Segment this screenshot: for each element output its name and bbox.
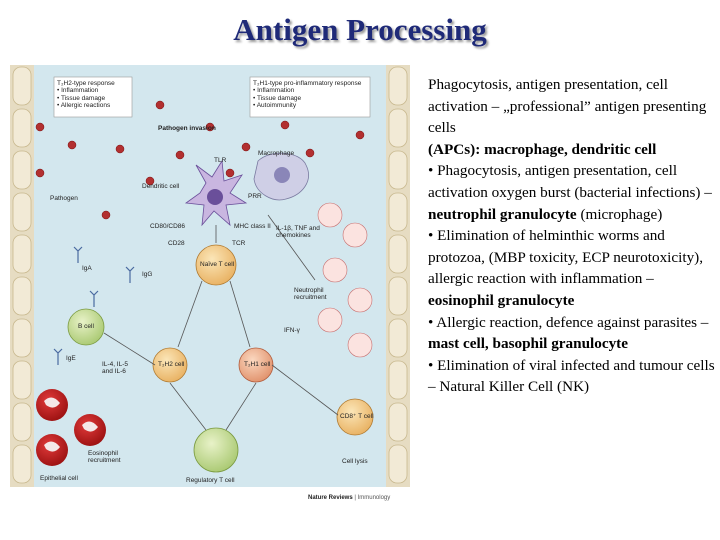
label-il4-il5-il6: IL-4, IL-5 and IL-6 <box>102 361 129 376</box>
label-iga: IgA <box>82 265 92 272</box>
label-cell-lysis: Cell lysis <box>342 458 368 465</box>
label-regulatory-t-cell: Regulatory T cell <box>186 477 235 484</box>
macrophage <box>253 152 309 201</box>
legend-box-right <box>249 76 371 118</box>
neutrophils <box>317 202 373 358</box>
figure-artwork <box>10 65 410 487</box>
paragraph-eosinophil: • Elimination of helminthic worms and pr… <box>428 227 704 309</box>
figure-credit: Nature Reviews | Immunology <box>308 495 391 501</box>
label-b-cell: B cell <box>78 323 94 330</box>
label-th2-cell: T₂H2 cell <box>158 361 185 368</box>
th1-cell <box>238 347 274 383</box>
label-mhc-class-ii: MHC class II <box>234 223 271 230</box>
paragraph-nk-cell: • Elimination of viral infected and tumo… <box>428 356 715 396</box>
epithelial-layer-right <box>386 65 410 487</box>
label-ige: IgE <box>66 355 76 362</box>
th2-cell <box>152 347 188 383</box>
slide-title: Antigen Processing <box>233 12 487 47</box>
label-prr: PRR <box>248 193 262 200</box>
legend-left: T₂H2-type response • Inflammation • Tiss… <box>57 80 115 110</box>
paragraph-apcs: Phagocytosis, antigen presentation, cell… <box>428 76 707 158</box>
epithelial-layer-left <box>10 65 34 487</box>
label-pathogen-invasion: Pathogen invasion <box>158 125 216 132</box>
label-il1b-tnf: IL-1β, TNF and chemokines <box>276 225 320 240</box>
paragraph-neutrophil: • Phagocytosis, antigen presentation, ce… <box>428 162 712 223</box>
immune-response-figure: T₂H2-type response • Inflammation • Tiss… <box>10 65 410 510</box>
label-tlr: TLR <box>214 157 227 164</box>
antibodies <box>53 246 135 365</box>
naive-t-cell <box>195 244 237 286</box>
label-epithelial-cell: Epithelial cell <box>40 475 78 482</box>
label-dendritic-cell: Dendritic cell <box>142 183 180 190</box>
label-eosinophil-recruitment: Eosinophil recruitment <box>88 450 121 465</box>
eosinophils <box>36 389 106 466</box>
description-text: Phagocytosis, antigen presentation, cell… <box>428 74 718 398</box>
label-neutrophil-recruitment: Neutrophil recruitment <box>294 287 327 302</box>
pathway-arrows <box>103 214 339 431</box>
pathogen-icons <box>35 100 365 220</box>
label-naive-t-cell: Naïve T cell <box>200 261 235 268</box>
legend-right: T₂H1-type pro-inflammatory response • In… <box>253 80 362 110</box>
label-macrophage: Macrophage <box>258 150 295 157</box>
label-igg: IgG <box>142 271 153 278</box>
label-pathogen: Pathogen <box>50 195 78 202</box>
b-cell <box>67 308 105 346</box>
label-tcr: TCR <box>232 240 246 247</box>
regulatory-t-cell <box>193 427 239 473</box>
cd8-t-cell <box>336 398 374 436</box>
label-ifn-gamma: IFN-γ <box>284 327 300 334</box>
label-cd28: CD28 <box>168 240 185 247</box>
label-cd8-t-cell: CD8⁺ T cell <box>340 413 374 420</box>
legend-box-left <box>53 76 133 118</box>
label-th1-cell: T₂H1 cell <box>244 361 271 368</box>
paragraph-mast-cell: • Allergic reaction, defence against par… <box>428 313 709 353</box>
dendritic-cell <box>184 159 248 227</box>
label-cd80-cd86: CD80/CD86 <box>150 223 186 230</box>
